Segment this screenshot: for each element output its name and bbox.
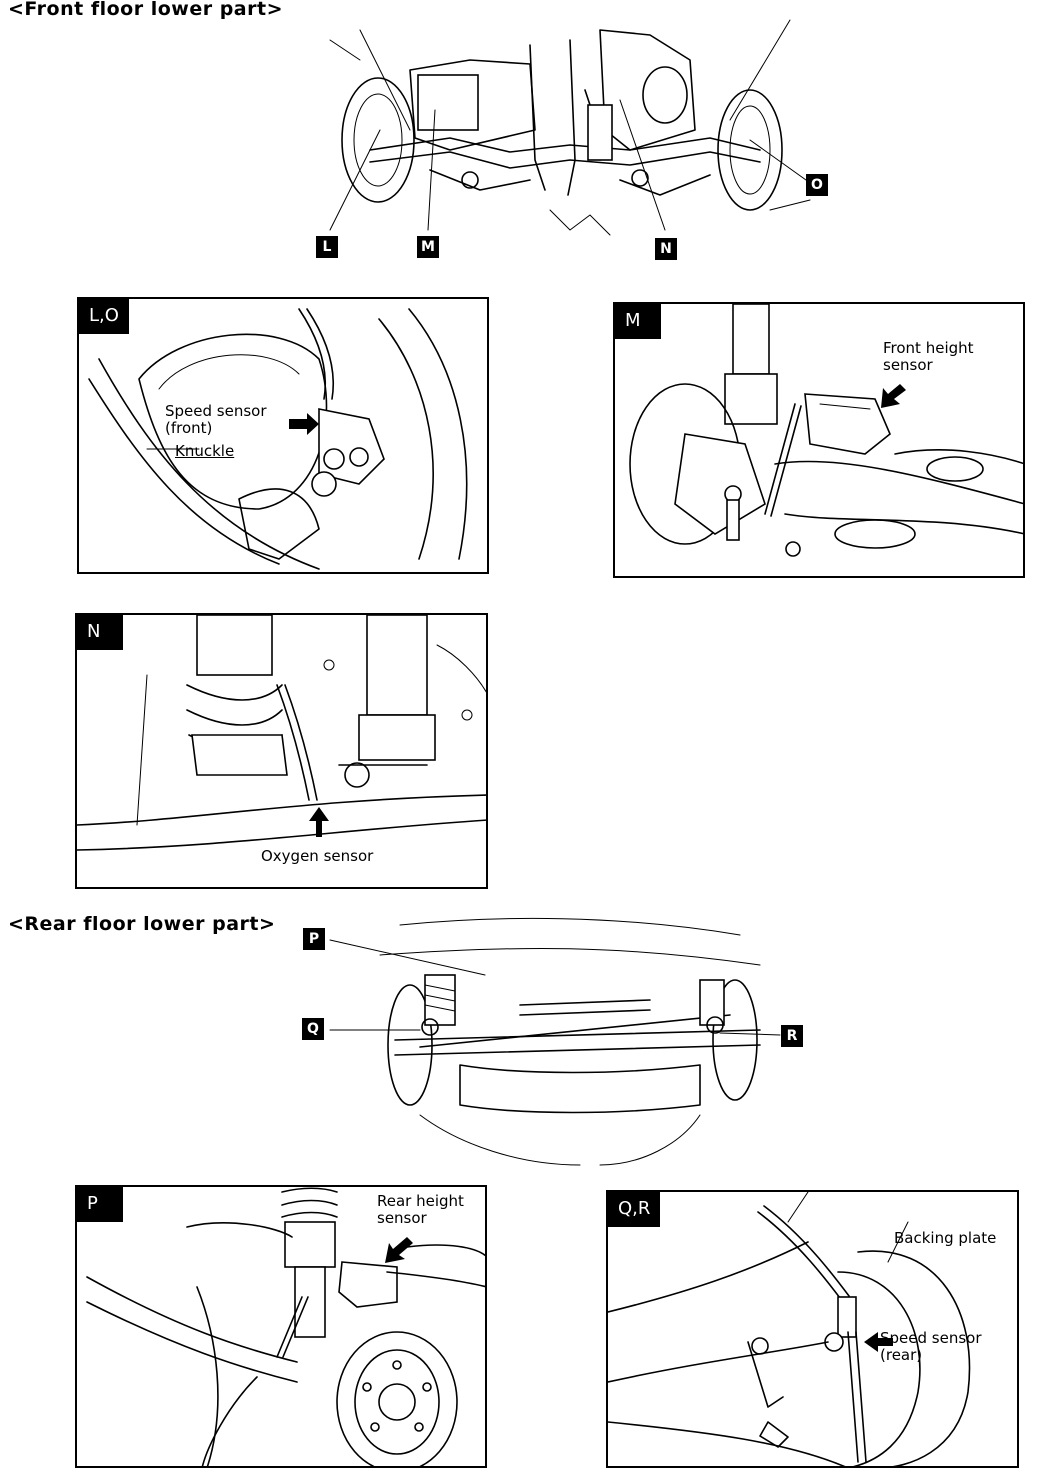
rear-section-title: <Rear floor lower part>	[8, 913, 276, 935]
front-underbody-overview	[329, 19, 811, 236]
oxygen-sensor-drawing	[77, 615, 486, 851]
panel-lo: L,O Speed sensor (front) Knuckle	[77, 297, 489, 574]
callout-p: P	[303, 928, 325, 950]
callout-q: Q	[302, 1018, 324, 1040]
callout-o: O	[806, 174, 828, 196]
callout-n: N	[655, 238, 677, 260]
speed-sensor-rear-label: Speed sensor (rear)	[880, 1329, 982, 1364]
panel-qr-tag: Q,R	[608, 1192, 661, 1227]
backing-plate-label: Backing plate	[894, 1229, 997, 1247]
panel-n: N Oxygen sensor	[75, 613, 488, 889]
front-speed-sensor-drawing	[88, 308, 468, 570]
callout-l: L	[316, 236, 338, 258]
rear-underbody-overview	[329, 917, 781, 1166]
rear-height-sensor-label: Rear height sensor	[377, 1192, 464, 1227]
panel-lo-tag: L,O	[79, 299, 129, 334]
speed-sensor-front-label: Speed sensor (front)	[165, 402, 267, 437]
panel-m: M Front height sensor	[613, 302, 1025, 578]
oxygen-sensor-label: Oxygen sensor	[261, 847, 374, 865]
rear-speed-sensor-drawing	[608, 1192, 971, 1466]
panel-p: P Rear height sensor	[75, 1185, 487, 1468]
callout-r: R	[781, 1025, 803, 1047]
knuckle-label: Knuckle	[175, 442, 235, 460]
panel-m-tag: M	[615, 304, 661, 339]
rear-height-sensor-drawing	[86, 1187, 485, 1466]
front-height-sensor-drawing	[629, 304, 1023, 557]
panel-n-tag: N	[77, 615, 123, 650]
callout-m: M	[417, 236, 439, 258]
front-section-title: <Front floor lower part>	[8, 0, 283, 20]
panel-p-tag: P	[77, 1187, 123, 1222]
panel-qr: Q,R Backing plate Speed sensor (rear)	[606, 1190, 1019, 1468]
front-height-sensor-label: Front height sensor	[883, 339, 974, 374]
